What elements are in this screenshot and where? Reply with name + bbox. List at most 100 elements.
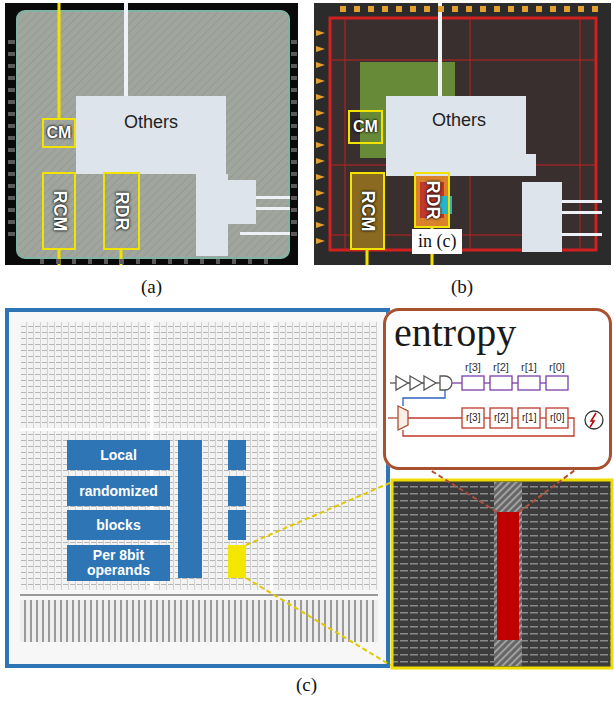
bond-pad [316, 126, 325, 132]
bond-pad [8, 172, 15, 176]
bond-pad [232, 259, 236, 264]
red-grid [580, 18, 581, 250]
bond-pad [8, 232, 15, 236]
block-label: Local [67, 440, 170, 470]
bond-pad [316, 110, 325, 116]
block-region [76, 96, 256, 256]
flip-flop [484, 417, 490, 418]
block-label: blocks [67, 510, 170, 540]
bond-pad [578, 6, 584, 12]
bond-pad [316, 46, 325, 52]
bond-pad [291, 136, 297, 140]
flip-flop [403, 418, 574, 436]
bond-pad [382, 6, 388, 12]
flip-flop [490, 408, 512, 428]
bond-pad [291, 184, 297, 188]
block-region [386, 96, 526, 156]
bond-pad [120, 259, 124, 264]
bond-pad [248, 259, 252, 264]
module-box: CM [42, 118, 76, 148]
wire-line [124, 3, 128, 96]
node-text: entropy [394, 313, 516, 353]
subfigure-label: (b) [451, 276, 473, 299]
buffer-chain [410, 376, 422, 390]
wire [403, 390, 445, 406]
wire-line [562, 211, 602, 214]
bond-pad [8, 52, 15, 56]
signal-name: r[0] [549, 361, 565, 373]
bond-pad [396, 6, 402, 12]
flip-flop [546, 408, 568, 428]
bond-pad [8, 76, 15, 80]
node-text: Local [100, 448, 137, 463]
layout-zoom [20, 428, 378, 431]
bond-pad [8, 208, 15, 212]
selected-block [228, 545, 246, 578]
bond-pad [168, 259, 172, 264]
bond-pad [291, 232, 297, 236]
node-text: RCM [358, 190, 378, 231]
bond-pad [88, 259, 92, 264]
signal-name: r[2] [493, 361, 509, 373]
wire [452, 382, 462, 383]
die-photo [5, 3, 298, 265]
subfigure-label: (c) [296, 674, 317, 697]
dial-icon [590, 413, 596, 427]
signal-name: r[2] [494, 412, 508, 423]
bond-pad [291, 52, 297, 56]
bond-pad [438, 6, 444, 12]
die-photo [5, 3, 298, 265]
node-text: randomized [79, 484, 158, 499]
layout-zoom [270, 322, 273, 590]
buffer-chain [390, 382, 396, 383]
bond-pad [291, 76, 297, 80]
signal-name: r[1] [521, 361, 537, 373]
node-text: Per 8bit operands [70, 548, 167, 578]
bond-pad [184, 259, 188, 264]
bond-pad [536, 6, 542, 12]
blue-block [228, 510, 246, 540]
red-grid [345, 18, 346, 250]
logic-area [350, 172, 385, 250]
layout-zoom [7, 310, 612, 668]
bond-pad [8, 196, 15, 200]
block-region [228, 180, 256, 224]
bond-pad [8, 136, 15, 140]
node-text: RDR [112, 191, 132, 230]
block-region [386, 154, 536, 176]
bond-pad [592, 6, 598, 12]
bond-pad [8, 88, 15, 92]
bond-pad [466, 6, 472, 12]
bond-pad [316, 94, 325, 100]
bond-pad [291, 208, 297, 212]
buffer-chain [424, 376, 436, 390]
leader-line [58, 3, 61, 118]
flip-flop [512, 382, 518, 383]
block-region [76, 96, 226, 152]
bond-pad [316, 158, 325, 164]
module-box: RDR [103, 172, 140, 250]
buffer-chain [396, 376, 408, 390]
bond-pad [104, 259, 108, 264]
bond-pad [522, 6, 528, 12]
zoom-line [519, 470, 575, 512]
dial-icon [585, 411, 603, 429]
bond-pad [291, 196, 297, 200]
bond-pad [8, 124, 15, 128]
layout-zoom [20, 594, 378, 596]
block-label: Per 8bit operands [67, 545, 170, 581]
leader-line [366, 250, 369, 265]
bond-pad [216, 259, 220, 264]
bond-pad [316, 142, 325, 148]
bond-pad [424, 6, 430, 12]
wire-line [240, 232, 290, 235]
zoom-line [430, 470, 497, 512]
buffer-chain [440, 376, 452, 390]
zoom-line [430, 470, 575, 512]
flip-flop [518, 376, 540, 390]
zoom-line [246, 578, 392, 666]
bond-pad [316, 190, 325, 196]
module-box: CM [348, 110, 383, 144]
bond-pad [291, 160, 297, 164]
subfigure-label: (a) [141, 276, 162, 299]
